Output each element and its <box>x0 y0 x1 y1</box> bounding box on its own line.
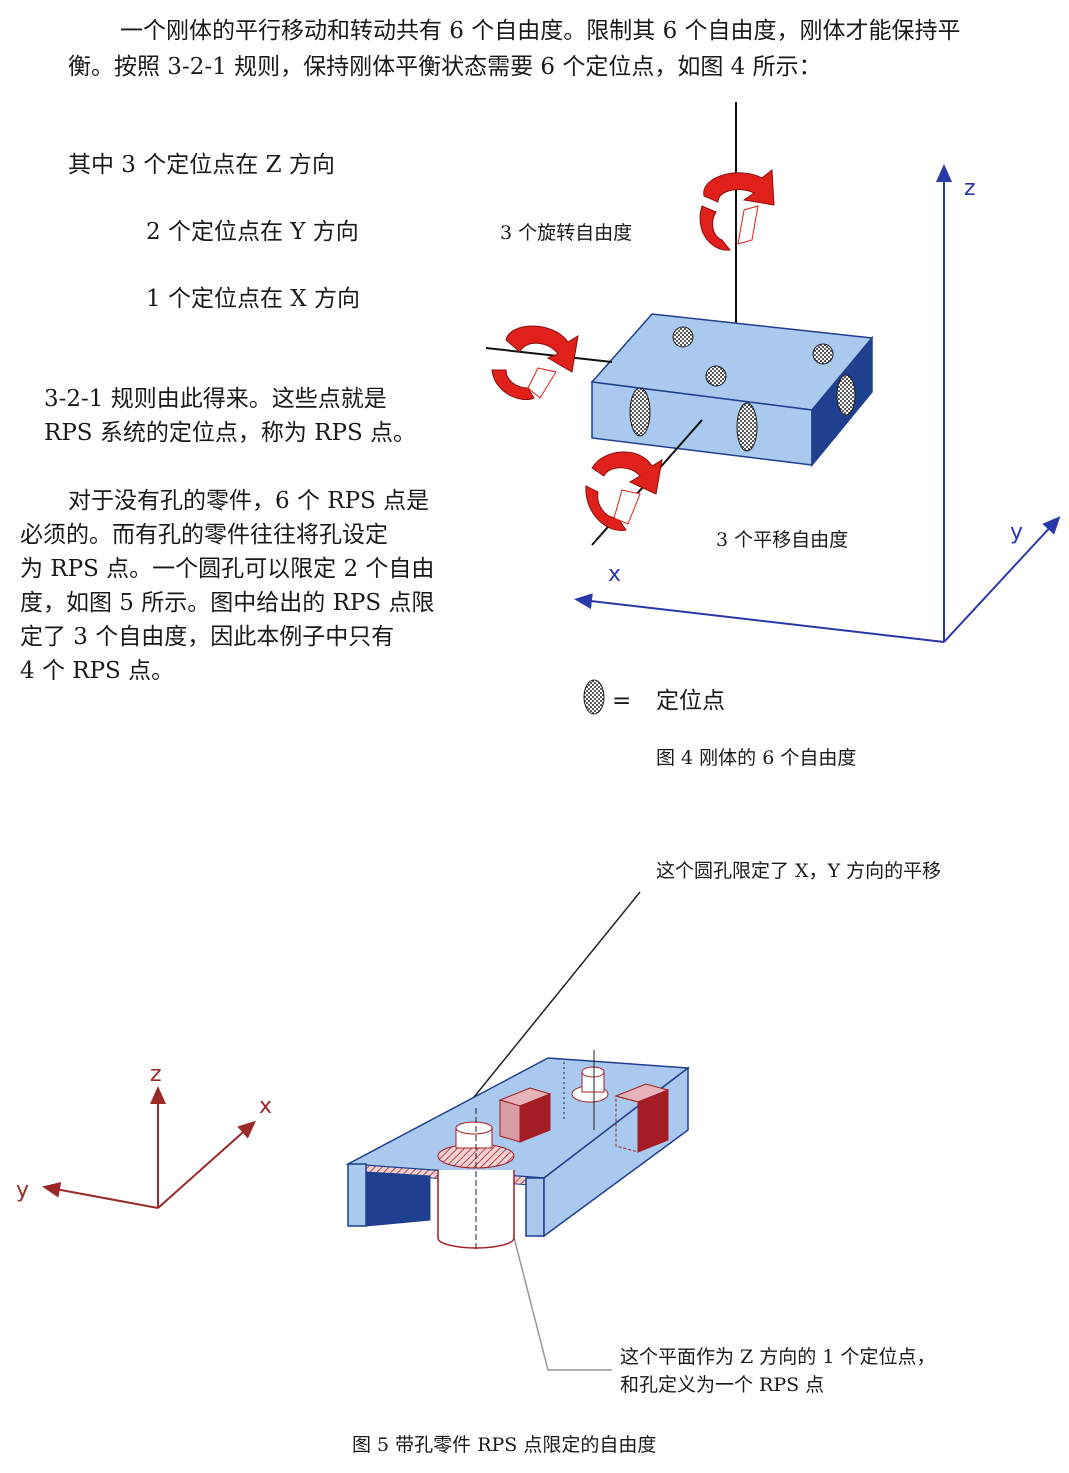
fig4-rotation-label: 3 个旋转自由度 <box>500 222 633 244</box>
fig5-part <box>345 1050 691 1250</box>
fig4-translation-label: 3 个平移自由度 <box>716 529 849 551</box>
fig5-axis-y-label: y <box>16 1178 30 1203</box>
holes-line-1: 对于没有孔的零件，6 个 RPS 点是 <box>68 488 430 514</box>
holes-line-5: 定了 3 个自由度，因此本例子中只有 <box>20 624 395 650</box>
fig5-leader-hole <box>469 891 641 1103</box>
fig4-axes <box>574 164 1061 643</box>
rule-line-1: 3-2-1 规则由此得来。这些点就是 <box>44 386 387 412</box>
fig5-plane-label-1: 这个平面作为 Z 方向的 1 个定位点， <box>620 1346 936 1368</box>
fig5-plane-label-2: 和孔定义为一个 RPS 点 <box>620 1374 825 1396</box>
fig4-rigid-block <box>590 313 874 468</box>
fig4-rotation-arrow-top <box>699 169 775 251</box>
holes-line-2: 必须的。而有孔的零件往往将孔设定 <box>20 522 388 548</box>
fig5-hole-label: 这个圆孔限定了 X，Y 方向的平移 <box>656 860 942 882</box>
fig4-axis-y-label: y <box>1010 520 1024 545</box>
figure-5-diagram <box>42 891 691 1371</box>
fig5-axis-x-label: x <box>259 1094 273 1119</box>
rule-line-2: RPS 系统的定位点，称为 RPS 点。 <box>44 420 417 446</box>
direction-x: 1 个定位点在 X 方向 <box>146 286 360 312</box>
fig4-caption: 图 4 刚体的 6 个自由度 <box>656 747 857 769</box>
fig4-legend-text: 定位点 <box>656 688 725 714</box>
direction-z: 其中 3 个定位点在 Z 方向 <box>68 152 335 178</box>
fig4-rotation-axis-y <box>485 347 613 363</box>
fig4-axis-x-label: x <box>608 562 622 587</box>
fig4-legend-equals: = <box>612 688 632 714</box>
holes-line-4: 度，如图 5 所示。图中给出的 RPS 点限 <box>20 590 435 616</box>
figure-4-diagram <box>485 102 1061 715</box>
fig4-rotation-arrow-bottom <box>585 451 663 531</box>
intro-line-2: 衡。按照 3-2-1 规则，保持刚体平衡状态需要 6 个定位点，如图 4 所示： <box>68 54 822 80</box>
holes-line-6: 4 个 RPS 点。 <box>20 658 175 684</box>
fig4-rotation-arrow-left <box>491 325 579 400</box>
fig5-leader-plane <box>497 1174 612 1371</box>
fig4-locating-points <box>629 326 856 452</box>
fig5-axis-z-label: z <box>150 1062 162 1087</box>
fig5-axes <box>42 1086 256 1209</box>
fig5-caption: 图 5 带孔零件 RPS 点限定的自由度 <box>352 1434 657 1456</box>
fig4-legend-locating-point-icon <box>583 679 605 715</box>
holes-line-3: 为 RPS 点。一个圆孔可以限定 2 个自由 <box>20 556 435 582</box>
fig4-axis-z-label: z <box>964 176 976 201</box>
intro-line-1: 一个刚体的平行移动和转动共有 6 个自由度。限制其 6 个自由度，刚体才能保持平 <box>120 18 961 44</box>
direction-y: 2 个定位点在 Y 方向 <box>146 219 359 245</box>
